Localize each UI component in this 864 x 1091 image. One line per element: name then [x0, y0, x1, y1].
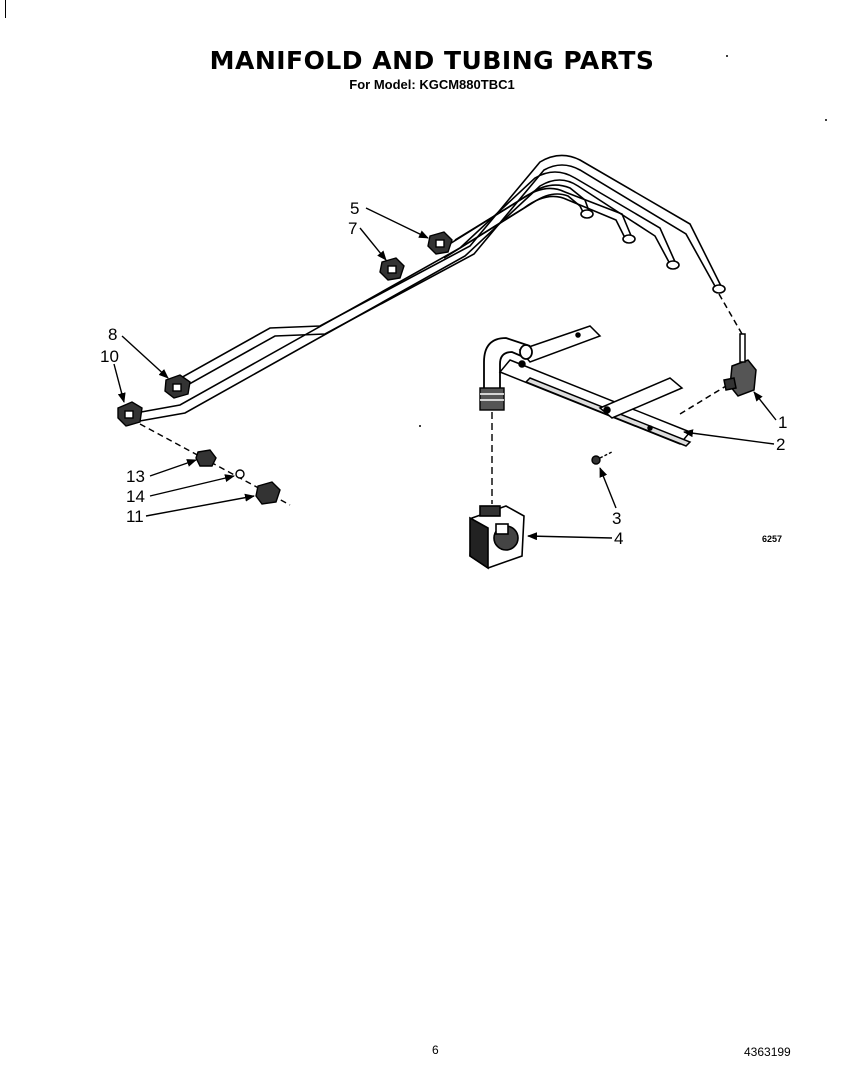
callout-8: 8 — [108, 325, 117, 344]
arrow-13 — [149, 459, 197, 477]
arrow-14 — [149, 474, 235, 497]
callout-1: 1 — [778, 413, 787, 432]
arrow-11 — [145, 493, 255, 517]
callout-11: 11 — [126, 507, 144, 526]
arrow-8 — [121, 335, 169, 379]
callout-labels: 5 7 8 10 13 14 11 1 2 3 4 — [100, 199, 787, 548]
arrow-5 — [365, 207, 429, 239]
model-subtitle: For Model: KGCM880TBC1 — [349, 77, 515, 92]
arrow-2 — [683, 429, 775, 445]
callout-7: 7 — [348, 219, 357, 238]
callout-10: 10 — [100, 347, 119, 366]
fitting-10 — [117, 401, 143, 427]
orifice-parts — [139, 423, 291, 506]
arrow-7 — [359, 227, 387, 261]
screw — [591, 451, 613, 465]
arrow-10 — [113, 363, 126, 403]
callout-3: 3 — [612, 509, 621, 528]
callout-14: 14 — [126, 487, 145, 506]
manifold-tubing — [129, 154, 723, 423]
page-number: 6 — [432, 1043, 439, 1057]
stray-marks — [419, 55, 827, 427]
arrow-3 — [599, 467, 617, 509]
arrow-1 — [753, 391, 777, 421]
document-number: 4363199 — [744, 1045, 791, 1059]
arrow-4 — [527, 532, 613, 541]
corner-mark — [5, 0, 6, 18]
fitting-8 — [164, 374, 191, 399]
regulator-fitting — [479, 387, 505, 411]
callout-2: 2 — [776, 435, 785, 454]
fitting-5 — [427, 231, 453, 255]
callout-5: 5 — [350, 199, 359, 218]
valve — [679, 293, 757, 415]
callout-arrows — [113, 207, 777, 541]
diagram-code: 6257 — [762, 534, 783, 544]
pressure-regulator — [469, 505, 525, 570]
page-title: MANIFOLD AND TUBING PARTS — [209, 46, 655, 75]
fitting-7 — [379, 257, 405, 281]
tube-ends — [580, 209, 726, 294]
callout-4: 4 — [614, 529, 623, 548]
mounting-bracket — [498, 325, 692, 447]
regulator-tube — [483, 337, 533, 388]
callout-13: 13 — [126, 467, 145, 486]
